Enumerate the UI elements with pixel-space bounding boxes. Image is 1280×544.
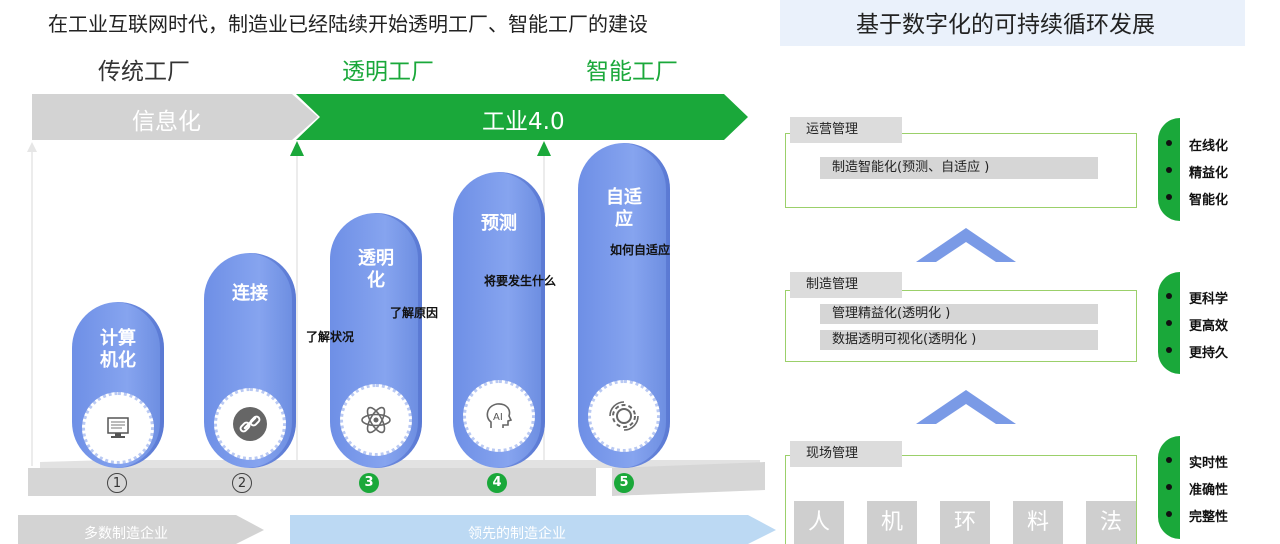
right-title-bar [780, 0, 1245, 46]
stage-smart-factory: 智能工厂 [586, 59, 678, 85]
pillar-title-transparency: 透明 化 [358, 248, 394, 291]
manufacturing-content-1: 管理精益化(透明化 ) [820, 304, 1098, 324]
manufacturing-content-2: 数据透明可视化(透明化 ) [820, 330, 1098, 350]
pillar-title-connection: 连接 [232, 283, 268, 304]
factor-material: 料 [1013, 501, 1063, 544]
up-chevron-icon [916, 390, 1016, 424]
note-how-to-adapt: 如何自适应 [610, 243, 671, 257]
divider-arrow-mid [290, 141, 304, 156]
informatization-arrow [32, 94, 318, 140]
note-what-will-happen: 将要发生什么 [484, 274, 557, 288]
manufacturing-management-tag: 制造管理 [790, 272, 902, 298]
up-chevron-icon [916, 228, 1016, 262]
factor-method: 法 [1086, 501, 1136, 544]
step-number-2: 2 [232, 473, 252, 493]
bullet [1166, 140, 1172, 146]
operations-management-tag: 运营管理 [790, 117, 902, 143]
informatization-label: 信息化 [132, 109, 201, 135]
industry40-arrow [296, 94, 748, 140]
computer-icon [82, 392, 154, 464]
step-number-3: 3 [359, 473, 379, 493]
stage-traditional-factory: 传统工厂 [98, 59, 190, 85]
bullet [1166, 293, 1172, 299]
main-title: 在工业互联网时代，制造业已经陆续开始透明工厂、智能工厂的建设 [48, 12, 648, 36]
step-number-1: 1 [107, 473, 127, 493]
divider-arrow-left [27, 142, 37, 152]
operations-content-1: 制造智能化(预测、自适应 ) [820, 157, 1098, 179]
bullet [1166, 320, 1172, 326]
divider-arrow-right [537, 141, 551, 156]
benefit-intelligent: 智能化 [1189, 193, 1229, 208]
benefit-more-lasting: 更持久 [1189, 346, 1229, 361]
most-manufacturers-label: 多数制造企业 [84, 526, 168, 542]
pillar-title-prediction: 预测 [481, 213, 517, 234]
benefit-lean: 精益化 [1189, 166, 1229, 181]
factor-people: 人 [794, 501, 844, 544]
svg-text:AI: AI [493, 412, 503, 423]
bullet [1166, 347, 1172, 353]
benefit-completeness: 完整性 [1189, 510, 1229, 525]
link-icon [214, 388, 286, 460]
pillar-title-self-adaptive: 自适 应 [606, 187, 642, 230]
note-understand-cause: 了解原因 [390, 306, 439, 320]
factor-environment: 环 [940, 501, 990, 544]
pillar-title-computerization: 计算 机化 [100, 328, 136, 371]
left-diagram-graphics [18, 94, 776, 544]
leading-manufacturers-label: 领先的制造企业 [468, 526, 566, 542]
bullet [1166, 194, 1172, 200]
bullet [1166, 457, 1172, 463]
bullet [1166, 167, 1172, 173]
note-understand-status: 了解状况 [306, 330, 355, 344]
platform-top [40, 460, 760, 468]
industry40-label: 工业4.0 [482, 109, 565, 135]
most-manufacturers-arrow [18, 515, 264, 544]
benefit-more-efficient: 更高效 [1189, 319, 1229, 334]
gear-cycle-icon [588, 380, 660, 452]
manufacturing-management-box [785, 290, 1137, 362]
step-number-5: 5 [614, 473, 634, 493]
atom-icon [340, 384, 412, 456]
benefit-real-time: 实时性 [1189, 456, 1229, 471]
platform-base-right [612, 462, 765, 496]
right-title: 基于数字化的可持续循环发展 [856, 12, 1155, 38]
benefit-accuracy: 准确性 [1189, 483, 1229, 498]
benefit-more-scientific: 更科学 [1189, 292, 1229, 307]
benefit-online: 在线化 [1189, 139, 1229, 154]
bullet [1166, 511, 1172, 517]
step-number-4: 4 [487, 473, 507, 493]
site-management-tag: 现场管理 [790, 441, 902, 467]
stage-transparent-factory: 透明工厂 [342, 59, 434, 85]
leading-manufacturers-arrow [290, 515, 776, 544]
factor-machine: 机 [867, 501, 917, 544]
bullet [1166, 484, 1172, 490]
ai-head-icon: AI [463, 380, 535, 452]
